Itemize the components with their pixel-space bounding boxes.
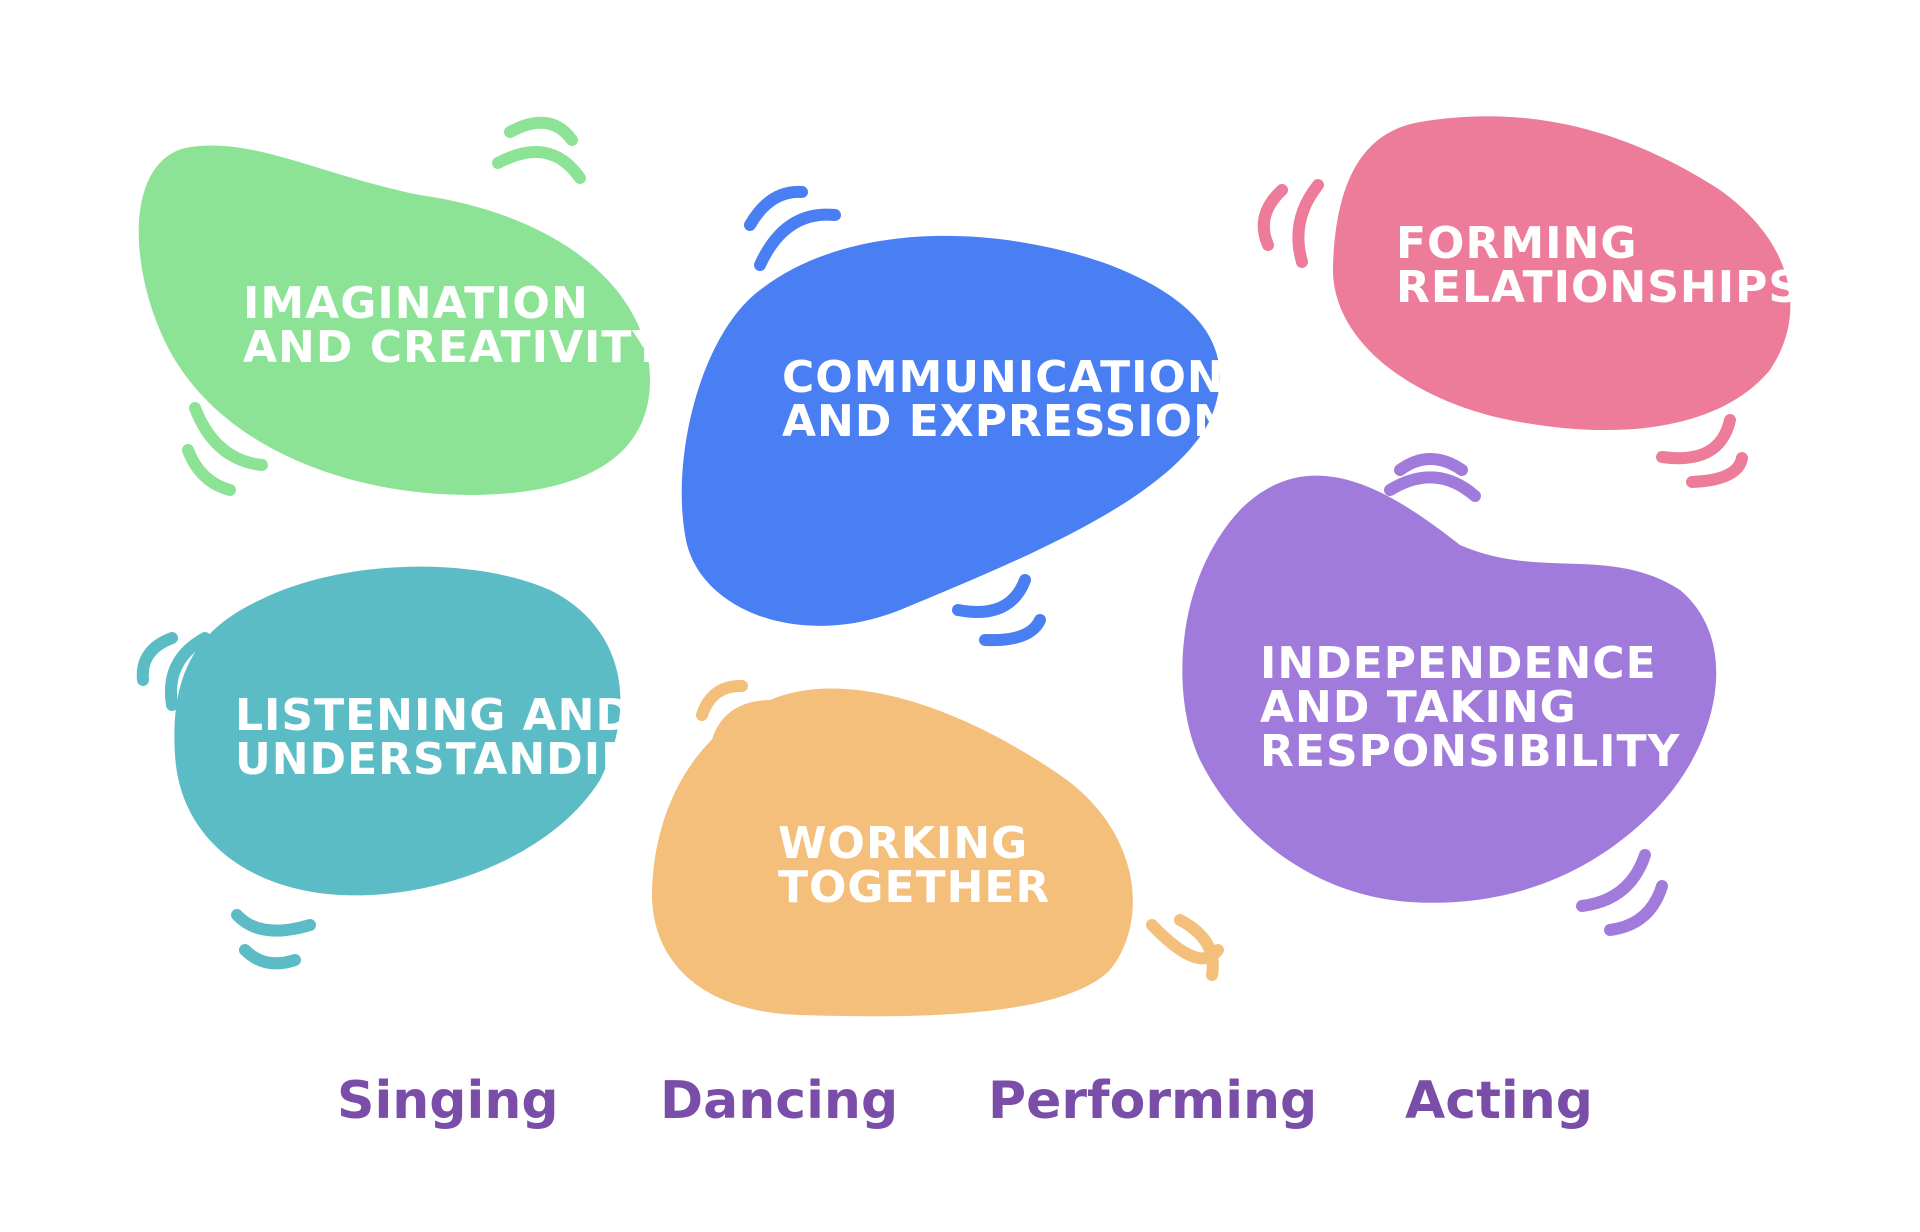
label-communication: COMMUNICATION AND EXPRESSION xyxy=(782,352,1241,447)
swoosh-relationships-top-icon xyxy=(1257,179,1324,268)
blob-communication-group: COMMUNICATION AND EXPRESSION xyxy=(681,185,1241,647)
blob-relationships-group: FORMING RELATIONSHIPS xyxy=(1257,116,1801,488)
blob-relationships xyxy=(1332,116,1791,431)
label-working-line-2: TOGETHER xyxy=(778,862,1050,913)
activity-dancing: Dancing xyxy=(660,1071,898,1131)
blob-working xyxy=(651,688,1133,1017)
swoosh-working-top-icon xyxy=(696,680,780,754)
blob-imagination-group: IMAGINATION AND CREATIVITY xyxy=(138,116,665,496)
label-communication-line-2: AND EXPRESSION xyxy=(782,396,1231,447)
label-imagination: IMAGINATION AND CREATIVITY xyxy=(243,278,665,373)
activity-acting: Acting xyxy=(1405,1071,1593,1131)
swoosh-communication-top-icon xyxy=(744,185,841,271)
swoosh-working-bottom-icon xyxy=(1146,914,1224,981)
activity-performing: Performing xyxy=(988,1071,1317,1131)
swoosh-independence-bottom-icon xyxy=(1576,849,1668,936)
label-independence-line-3: RESPONSIBILITY xyxy=(1260,726,1680,777)
label-imagination-line-2: AND CREATIVITY xyxy=(243,322,665,373)
label-listening-line-1: LISTENING AND xyxy=(235,690,633,741)
swoosh-listening-bottom-icon xyxy=(231,909,316,970)
blob-communication xyxy=(681,235,1220,626)
swoosh-imagination-bottom-icon xyxy=(182,402,268,496)
blob-working-group: WORKING TOGETHER xyxy=(651,680,1224,1017)
label-communication-line-1: COMMUNICATION xyxy=(782,352,1225,403)
blob-imagination xyxy=(138,145,650,495)
activity-singing: Singing xyxy=(337,1071,559,1131)
label-relationships-line-2: RELATIONSHIPS xyxy=(1396,262,1801,313)
label-independence: INDEPENDENCE AND TAKING RESPONSIBILITY xyxy=(1260,638,1680,777)
blob-listening xyxy=(174,566,621,896)
label-relationships: FORMING RELATIONSHIPS xyxy=(1396,218,1801,313)
label-working: WORKING TOGETHER xyxy=(778,818,1050,913)
swoosh-independence-top-icon xyxy=(1384,453,1481,502)
blob-independence xyxy=(1182,475,1717,903)
blob-listening-group: LISTENING AND UNDERSTANDING xyxy=(136,566,676,970)
swoosh-imagination-top-icon xyxy=(492,116,586,184)
label-relationships-line-1: FORMING xyxy=(1396,218,1637,269)
swoosh-listening-left-icon xyxy=(136,632,211,711)
label-listening-line-2: UNDERSTANDING xyxy=(235,734,676,785)
swoosh-relationships-bottom-icon xyxy=(1656,414,1748,488)
label-listening: LISTENING AND UNDERSTANDING xyxy=(235,690,676,785)
activities-row: Singing Dancing Performing Acting xyxy=(337,1071,1593,1131)
blob-independence-group: INDEPENDENCE AND TAKING RESPONSIBILITY xyxy=(1182,453,1717,936)
label-independence-line-1: INDEPENDENCE xyxy=(1260,638,1657,689)
label-imagination-line-1: IMAGINATION xyxy=(243,278,589,329)
label-working-line-1: WORKING xyxy=(778,818,1028,869)
label-independence-line-2: AND TAKING xyxy=(1260,682,1577,733)
swoosh-communication-bottom-icon xyxy=(952,574,1046,647)
